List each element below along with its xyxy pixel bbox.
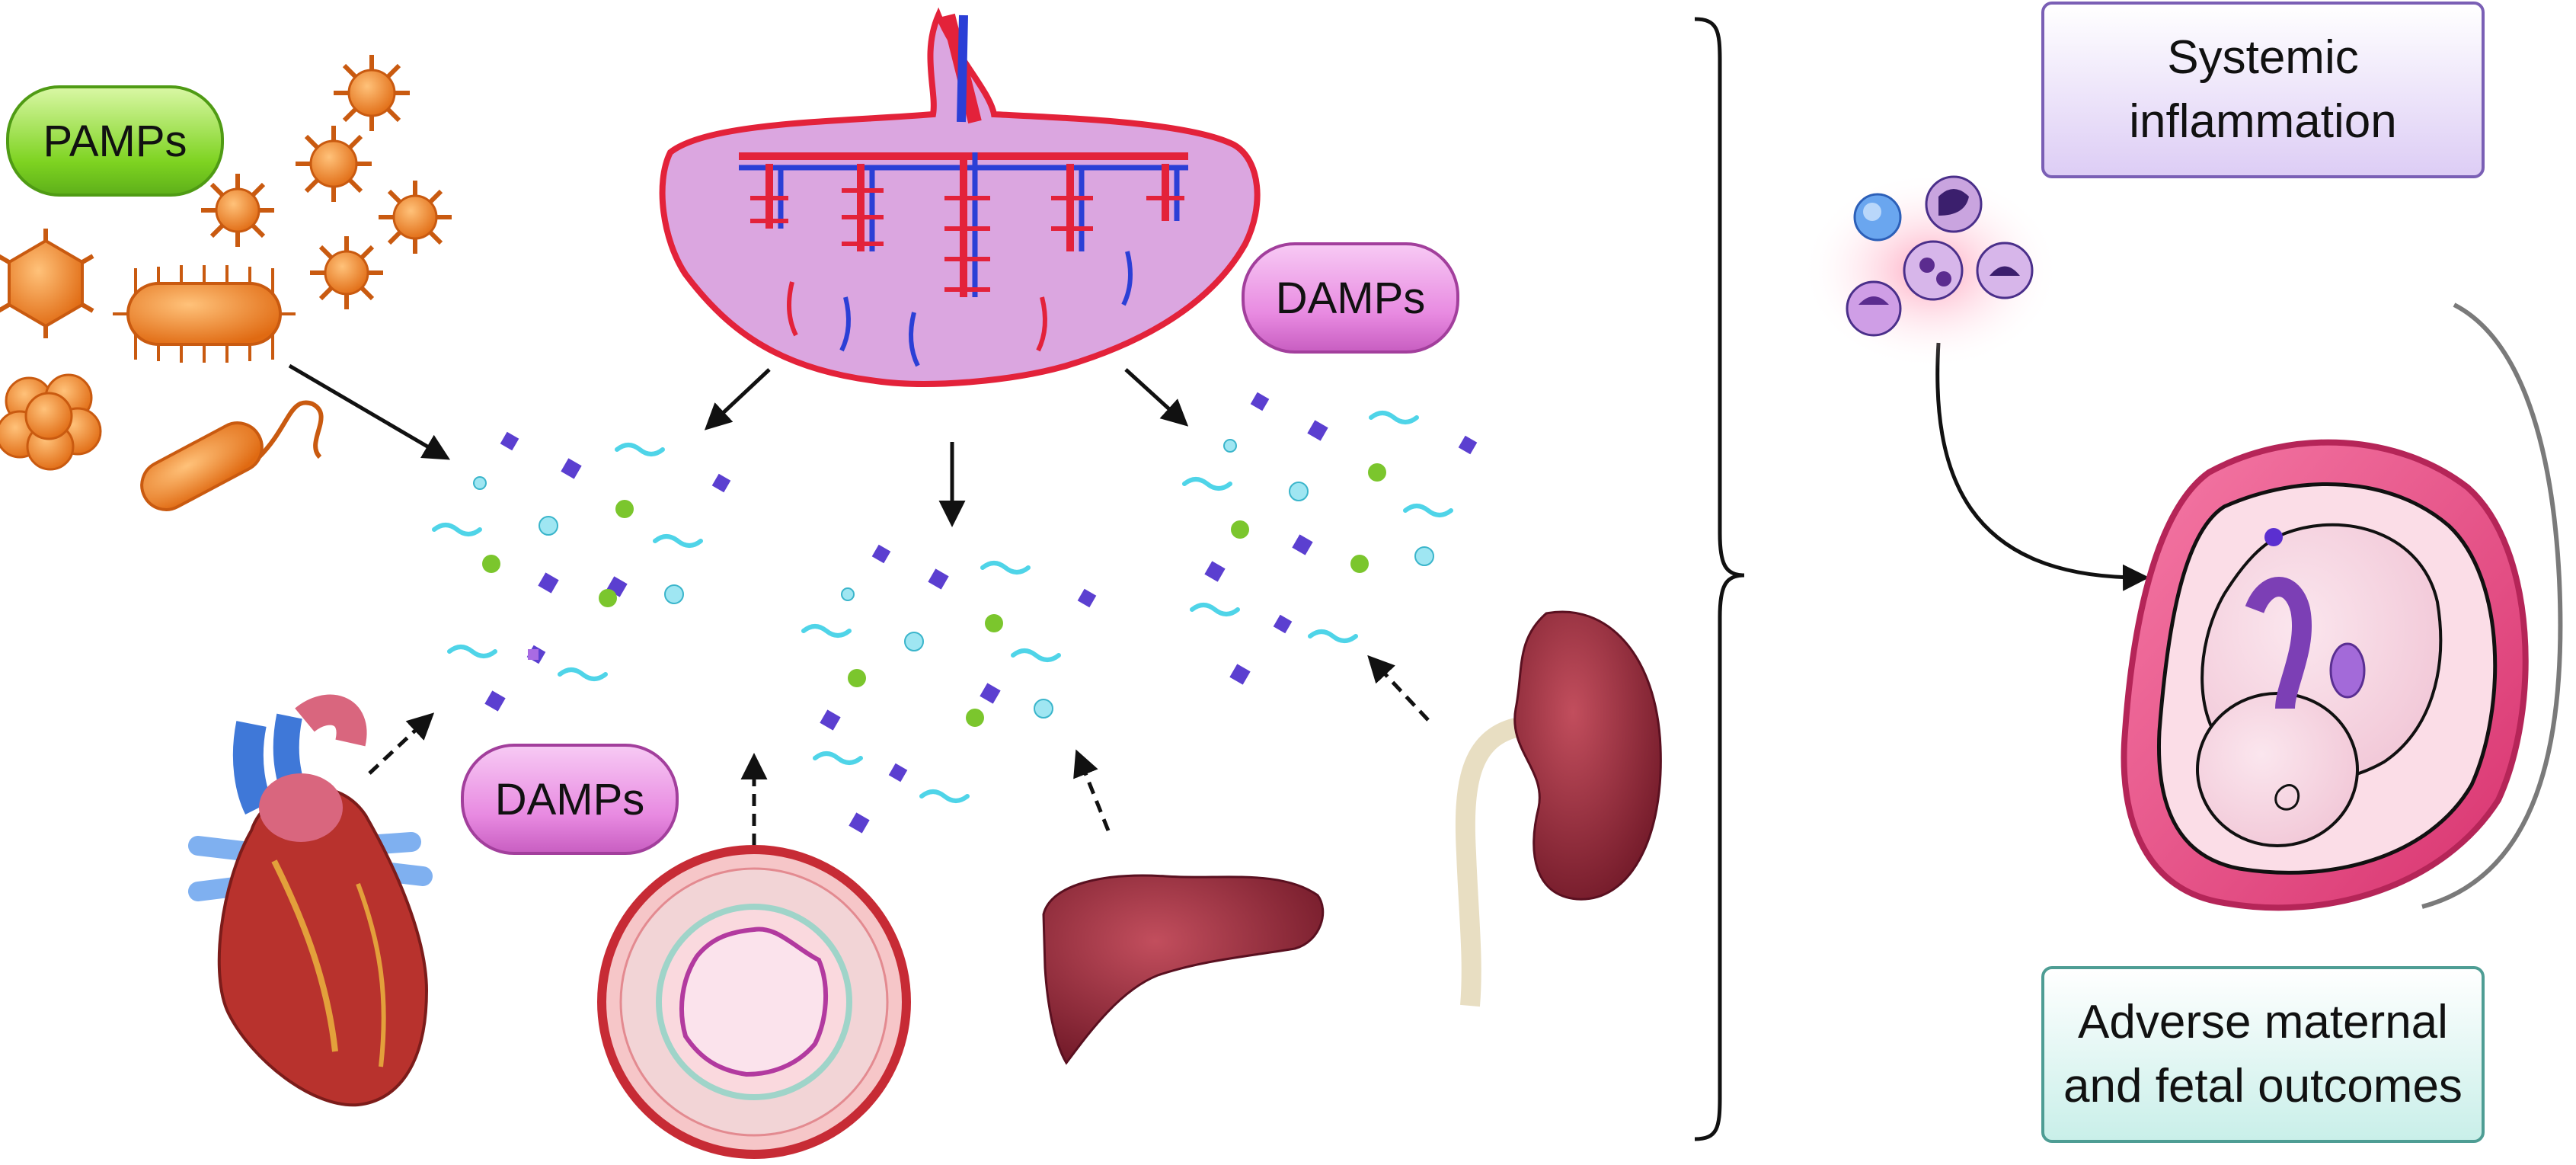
damps-label-top: DAMPs	[1242, 242, 1459, 354]
damps-label-bottom: DAMPs	[461, 744, 679, 855]
molecule-cluster-center	[801, 544, 1097, 834]
virus-icon	[379, 181, 452, 254]
bacillus-icon	[113, 265, 296, 363]
pathogens-group	[0, 55, 452, 511]
arrows-dashed	[368, 655, 1430, 846]
virus-icon	[334, 55, 410, 131]
systemic-inflammation-box: Systemic inflammation	[2041, 2, 2485, 178]
heart-icon	[188, 694, 433, 1107]
flagellated-bacterium-icon	[140, 400, 324, 511]
fetus-in-uterus-icon	[2121, 302, 2563, 911]
brace-icon	[1694, 17, 1745, 1141]
adverse-line-2: and fetal outcomes	[2063, 1060, 2463, 1112]
adverse-line-1: Adverse maternal	[2078, 996, 2448, 1048]
liver-icon	[1042, 874, 1325, 1065]
systemic-line-1: Systemic	[2167, 31, 2359, 84]
molecule-cluster-left	[432, 431, 731, 712]
blood-vessel-icon	[597, 845, 911, 1159]
systemic-line-2: inflammation	[2129, 95, 2397, 148]
kidney-icon	[1455, 610, 1662, 1007]
immune-cells-icon	[1801, 171, 2060, 370]
pamps-label: PAMPs	[6, 85, 224, 197]
hexagon-pathogen-icon	[0, 229, 94, 338]
placenta-icon	[659, 7, 1261, 387]
adverse-outcomes-box: Adverse maternal and fetal outcomes	[2041, 966, 2485, 1143]
arrows-solid	[288, 342, 2149, 591]
molecule-cluster-right	[1182, 392, 1478, 685]
cocci-cluster-icon	[0, 373, 102, 471]
virus-icon	[296, 126, 372, 202]
virus-icon	[310, 236, 383, 309]
virus-icon	[201, 174, 274, 247]
